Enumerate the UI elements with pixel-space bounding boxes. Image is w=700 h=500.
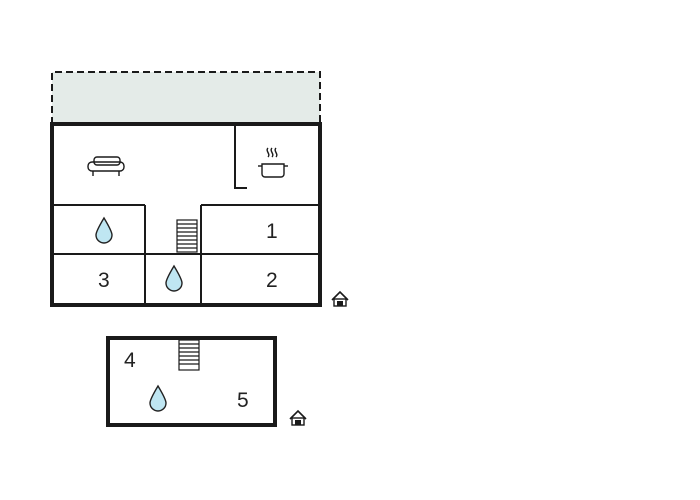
room-number: 1 [266, 220, 278, 243]
staircase-icon [176, 219, 198, 253]
water-drop-icon [149, 384, 167, 412]
entrance-house-icon [289, 409, 307, 426]
staircase-icon [178, 339, 200, 371]
entrance-house-icon [331, 290, 349, 307]
sofa-icon [87, 156, 125, 176]
water-drop-icon [95, 216, 113, 244]
room-number: 3 [98, 269, 110, 292]
lower-floor-outline [106, 336, 277, 427]
room-number: 2 [266, 269, 278, 292]
terrace [51, 71, 321, 124]
upper-floor-walls [52, 124, 320, 305]
upper-floor-outline [50, 122, 322, 307]
cooking-pot-icon [258, 147, 288, 178]
water-drop-icon [165, 264, 183, 292]
room-number: 4 [124, 349, 136, 372]
room-number: 5 [237, 389, 249, 412]
